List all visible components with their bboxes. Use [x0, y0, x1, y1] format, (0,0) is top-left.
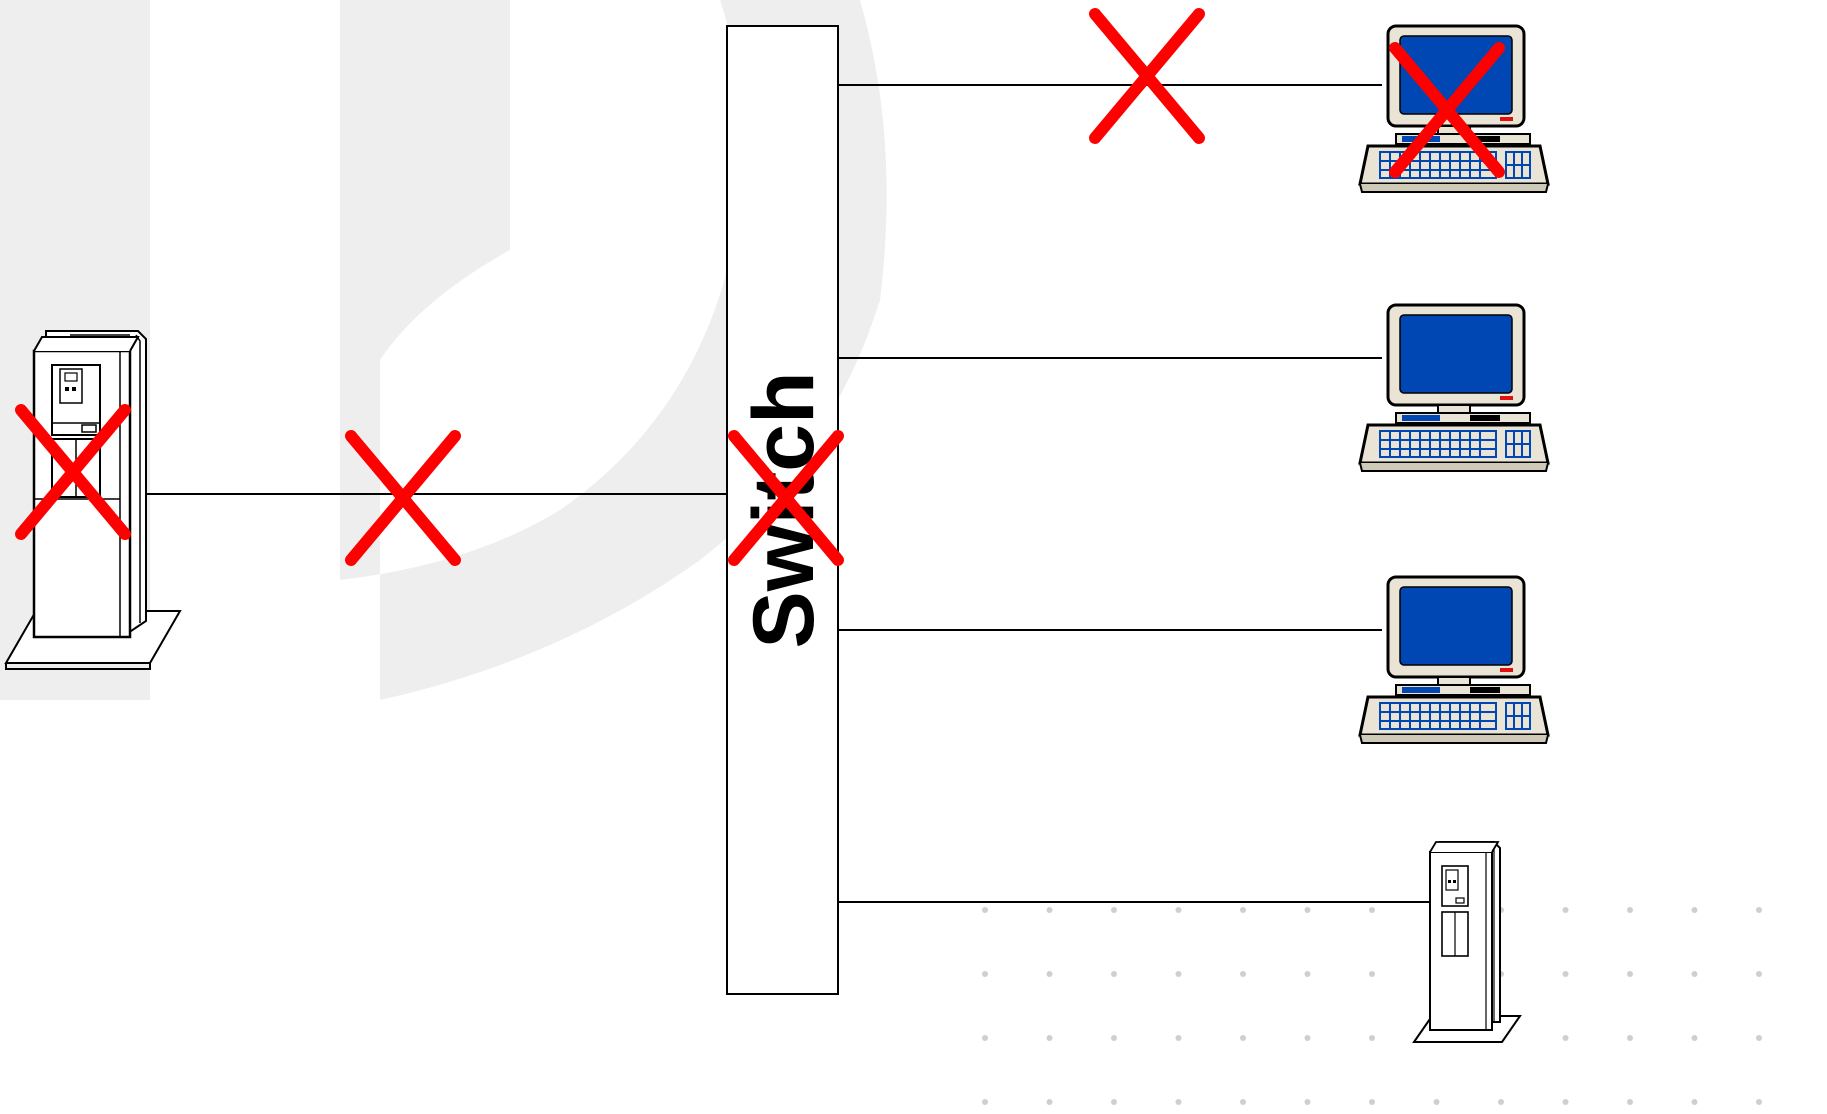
grid-dot	[1369, 971, 1375, 977]
grid-dot	[1304, 907, 1311, 913]
grid-dot	[982, 971, 988, 977]
grid-dot	[1111, 971, 1117, 977]
grid-dot	[1756, 1099, 1762, 1105]
grid-dot	[1369, 907, 1375, 913]
grid-dot	[1175, 1035, 1182, 1041]
grid-dot	[1046, 1099, 1053, 1105]
grid-dot	[1498, 1099, 1504, 1105]
grid-dot	[1240, 971, 1246, 977]
grid-dot	[1627, 971, 1633, 977]
grid-dot	[1691, 971, 1698, 977]
grid-dot	[1046, 907, 1053, 913]
grid-dot	[1627, 1035, 1633, 1041]
grid-dot	[1756, 971, 1762, 977]
grid-dot	[1240, 1099, 1246, 1105]
grid-dot	[982, 907, 988, 913]
grid-dot	[1562, 1035, 1569, 1041]
grid-dot	[1111, 907, 1117, 913]
desktop-computer-icon	[1358, 303, 1550, 473]
grid-dot	[1691, 1035, 1698, 1041]
grid-dot	[1240, 907, 1246, 913]
grid-dot	[1627, 907, 1633, 913]
grid-dot	[1369, 1035, 1375, 1041]
grid-dot	[1175, 971, 1182, 977]
grid-dot	[1691, 1099, 1698, 1105]
switch-label: Switch	[736, 371, 832, 648]
grid-dot	[1562, 1099, 1569, 1105]
workstation-3	[1358, 575, 1550, 745]
workstation-2	[1358, 303, 1550, 473]
x-mark-icon	[1095, 14, 1199, 138]
grid-dot	[1562, 907, 1569, 913]
grid-dot	[1433, 1099, 1440, 1105]
grid-dot	[1304, 1035, 1311, 1041]
desktop-computer-icon	[1358, 575, 1550, 745]
grid-dot	[1304, 971, 1311, 977]
backup-server	[1413, 841, 1521, 1043]
grid-dot	[1111, 1099, 1117, 1105]
connection-lines	[146, 84, 1432, 903]
grid-dot	[1627, 1099, 1633, 1105]
grid-dot	[1240, 1035, 1246, 1041]
tower-server-icon	[1413, 841, 1521, 1043]
grid-dot	[1562, 971, 1569, 977]
grid-dot	[1369, 1099, 1375, 1105]
grid-dot	[1175, 907, 1182, 913]
grid-dot	[1046, 971, 1053, 977]
dot-grid	[982, 907, 1762, 1105]
grid-dot	[1111, 1035, 1117, 1041]
grid-dot	[1691, 907, 1698, 913]
grid-dot	[1175, 1099, 1182, 1105]
grid-dot	[982, 1035, 988, 1041]
grid-dot	[1046, 1035, 1053, 1041]
grid-dot	[1304, 1099, 1311, 1105]
grid-dot	[982, 1099, 988, 1105]
grid-dot	[1756, 1035, 1762, 1041]
grid-dot	[1756, 907, 1762, 913]
